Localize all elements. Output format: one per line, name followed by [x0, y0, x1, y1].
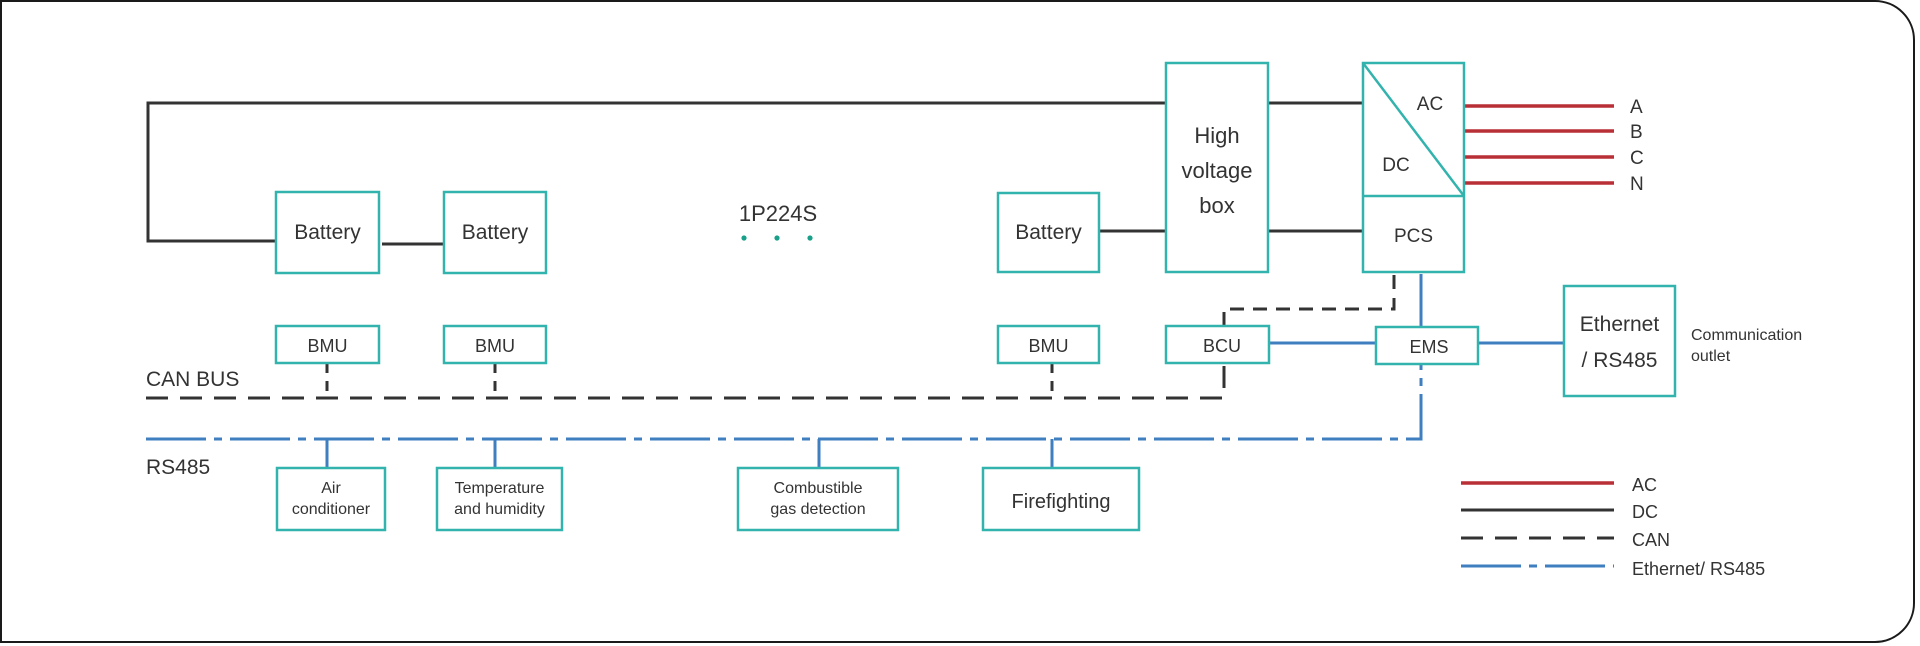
temperature-line-1: Temperature: [455, 480, 545, 497]
phase-a-label: A: [1630, 97, 1643, 118]
air-conditioner-line-1: Air: [321, 480, 341, 497]
legend-rs485-label: Ethernet/ RS485: [1632, 559, 1765, 579]
legend-can-label: CAN: [1632, 530, 1670, 550]
battery-1-label: Battery: [294, 221, 361, 244]
bcu-label: BCU: [1203, 336, 1241, 356]
pcs-label: PCS: [1394, 226, 1433, 247]
bcu-box: BCU: [1164, 324, 1271, 365]
comm-outlet-line-2: outlet: [1691, 348, 1731, 365]
pcs-ac-label: AC: [1417, 94, 1443, 115]
air-conditioner-line-2: conditioner: [292, 501, 371, 518]
can-bus-line: [146, 363, 1226, 400]
ac-dc-divider: [1362, 62, 1465, 197]
bmu-2: BMU: [442, 324, 548, 365]
comm-outlet-line-1: Communication: [1691, 327, 1802, 344]
temperature-humidity-box: Temperature and humidity: [435, 466, 564, 532]
firefighting-box: Firefighting: [981, 466, 1141, 532]
pcs-dc-label: DC: [1382, 155, 1409, 176]
battery-3: Battery: [996, 191, 1101, 274]
ems-label: EMS: [1409, 337, 1448, 357]
high-voltage-box: High voltage box: [1164, 61, 1270, 274]
hv-box-line-2: voltage: [1182, 158, 1253, 183]
dc-loop-line: [146, 101, 1165, 243]
gas-detection-box: Combustible gas detection: [736, 466, 900, 532]
battery-3-label: Battery: [1015, 221, 1082, 244]
can-bus-label: CAN BUS: [146, 368, 239, 391]
ethernet-line-2: / RS485: [1582, 349, 1658, 372]
phase-c-label: C: [1630, 148, 1644, 169]
hv-box-line-3: box: [1199, 193, 1234, 218]
legend-dc-label: DC: [1632, 502, 1658, 522]
phase-n-label: N: [1630, 174, 1644, 195]
legend-ac-label: AC: [1632, 475, 1657, 495]
phase-b-label: B: [1630, 122, 1643, 143]
bmu-2-label: BMU: [475, 336, 515, 356]
pcs-converter: AC DC PCS: [1361, 61, 1466, 274]
series-config-label: 1P224S: [739, 201, 817, 226]
air-conditioner-box: Air conditioner: [275, 466, 387, 532]
can-bcu-pcs-line: [1222, 274, 1396, 326]
rs485-bus-line: [146, 363, 1423, 441]
gas-detection-line-1: Combustible: [774, 480, 863, 497]
ethernet-line-1: Ethernet: [1580, 313, 1660, 336]
bmu-1-label: BMU: [308, 336, 348, 356]
hv-box-line-1: High: [1194, 123, 1239, 148]
battery-1: Battery: [274, 190, 381, 275]
battery-2: Battery: [442, 190, 548, 275]
firefighting-label: Firefighting: [1012, 491, 1111, 513]
ethernet-rs485-box: Ethernet / RS485: [1562, 284, 1677, 398]
bmu-3-label: BMU: [1029, 336, 1069, 356]
ellipsis-dots: [741, 235, 813, 241]
legend: AC DC CAN Ethernet/ RS485: [1461, 475, 1765, 579]
gas-detection-line-2: gas detection: [770, 501, 865, 518]
bmu-1: BMU: [274, 324, 381, 365]
rs485-label: RS485: [146, 456, 210, 479]
bmu-3: BMU: [996, 324, 1101, 365]
battery-2-label: Battery: [462, 221, 529, 244]
ems-box: EMS: [1374, 325, 1480, 366]
temperature-line-2: and humidity: [454, 501, 545, 518]
